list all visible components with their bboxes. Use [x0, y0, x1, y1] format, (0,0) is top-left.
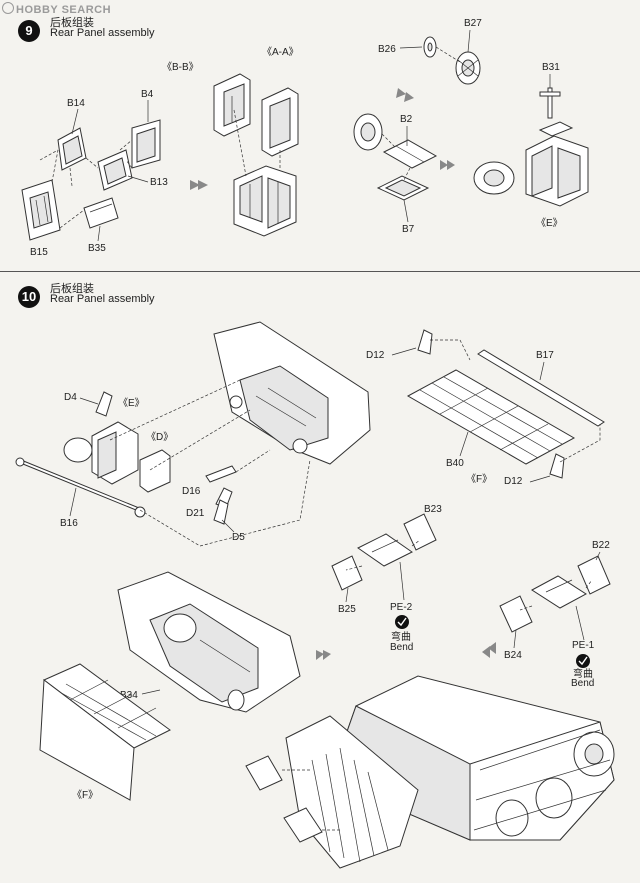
step9-arrow-1 — [190, 180, 208, 190]
label-b13: B13 — [150, 177, 168, 188]
detail-bb — [213, 73, 251, 137]
label-pe1: PE-1 — [572, 640, 595, 651]
label-b17: B17 — [536, 350, 554, 361]
watermark: HOBBY SEARCH — [2, 2, 111, 16]
label-bb: 《B-B》 — [162, 61, 199, 73]
part-b31 — [539, 87, 561, 119]
step10-number: 10 — [18, 286, 40, 308]
rear-grille-f — [39, 663, 171, 801]
label-pe2: PE-2 — [390, 602, 413, 613]
step9-number: 9 — [18, 20, 40, 42]
part-b17 — [477, 349, 605, 427]
label-b2: B2 — [400, 114, 413, 125]
bend-check-icon-2 — [576, 654, 590, 668]
label-b24: B24 — [504, 650, 522, 661]
label-b23: B23 — [424, 504, 442, 515]
step10-title-en: Rear Panel assembly — [50, 293, 155, 305]
label-b14: B14 — [67, 98, 85, 109]
part-b14 — [57, 127, 87, 171]
sprocket-wheel — [353, 113, 383, 151]
step9-arrow-3 — [440, 160, 455, 170]
part-d5 — [213, 499, 229, 525]
part-b15 — [21, 179, 61, 241]
part-b25 — [331, 555, 363, 591]
part-d12-bottom — [549, 453, 565, 479]
label-b27: B27 — [464, 18, 482, 29]
label-bend-2: Bend — [571, 678, 594, 689]
label-b25: B25 — [338, 604, 356, 615]
part-d16 — [205, 465, 237, 483]
bracket-lower-1 — [245, 755, 283, 791]
bend-check-icon-1 — [395, 615, 409, 629]
part-b13 — [97, 149, 133, 191]
label-d5: D5 — [232, 532, 245, 543]
label-f-bottom: 《F》 — [72, 789, 98, 801]
assembled-rear-box — [233, 165, 297, 237]
sub-assembly-d — [139, 449, 171, 493]
label-b35: B35 — [88, 243, 106, 254]
label-bend-cn-2: 弯曲 — [573, 667, 593, 680]
sub-assembly-e — [63, 421, 139, 485]
pe2-bracket — [357, 533, 413, 567]
part-b27 — [455, 51, 481, 85]
label-b22: B22 — [592, 540, 610, 551]
part-d12-top — [417, 329, 433, 355]
part-b2 — [382, 139, 438, 169]
label-d12-top: D12 — [366, 350, 385, 361]
label-bend-cn-1: 弯曲 — [391, 630, 411, 643]
bracket-lower-2 — [283, 807, 323, 843]
part-d4 — [95, 391, 113, 417]
part-b40-grille — [406, 369, 576, 465]
step9-arrow-2 — [396, 88, 414, 102]
assembled-hull-rear — [117, 571, 301, 713]
step10-diagram: 《E》 D4 《D》 B16 D16 D21 D5 — [15, 321, 615, 869]
part-b35 — [83, 197, 119, 229]
step9-title-cn: 后板组装 — [50, 17, 94, 29]
label-f-top: 《F》 — [466, 473, 492, 485]
label-e-step9: 《E》 — [536, 217, 563, 229]
part-b26 — [423, 36, 437, 58]
label-b15: B15 — [30, 247, 48, 258]
assembly-e — [473, 121, 589, 207]
label-d16: D16 — [182, 486, 201, 497]
label-b40: B40 — [446, 458, 464, 469]
step10-arrow-1 — [316, 650, 331, 660]
hull-rear-frame — [213, 321, 371, 465]
step9-diagram: B14 B4 B13 B15 B35 《B-B》 《A-A》 — [21, 18, 589, 258]
step-divider — [0, 271, 640, 272]
label-aa: 《A-A》 — [262, 46, 299, 58]
part-b23 — [403, 513, 437, 551]
step9-title-en: Rear Panel assembly — [50, 27, 155, 39]
watermark-text: HOBBY SEARCH — [16, 4, 112, 16]
label-d: 《D》 — [146, 431, 173, 443]
tank-hull-final — [329, 675, 615, 841]
label-b16: B16 — [60, 518, 78, 529]
label-b26: B26 — [378, 44, 396, 55]
step10-arrow-2 — [482, 642, 496, 658]
part-b4 — [131, 119, 161, 169]
label-d12-bottom: D12 — [504, 476, 523, 487]
label-bend-1: Bend — [390, 642, 413, 653]
part-b24 — [499, 595, 533, 633]
part-b16 — [15, 457, 146, 518]
part-b22 — [577, 555, 611, 595]
label-e-step10: 《E》 — [118, 397, 145, 409]
label-b7: B7 — [402, 224, 415, 235]
detail-aa — [261, 87, 299, 157]
label-d21: D21 — [186, 508, 205, 519]
hobby-search-logo-icon — [2, 2, 14, 14]
label-b4: B4 — [141, 89, 154, 100]
label-b31: B31 — [542, 62, 560, 73]
step10-title-cn: 后板组装 — [50, 283, 94, 295]
part-b7 — [376, 175, 430, 201]
label-d4: D4 — [64, 392, 77, 403]
pe1-bracket — [531, 575, 587, 609]
